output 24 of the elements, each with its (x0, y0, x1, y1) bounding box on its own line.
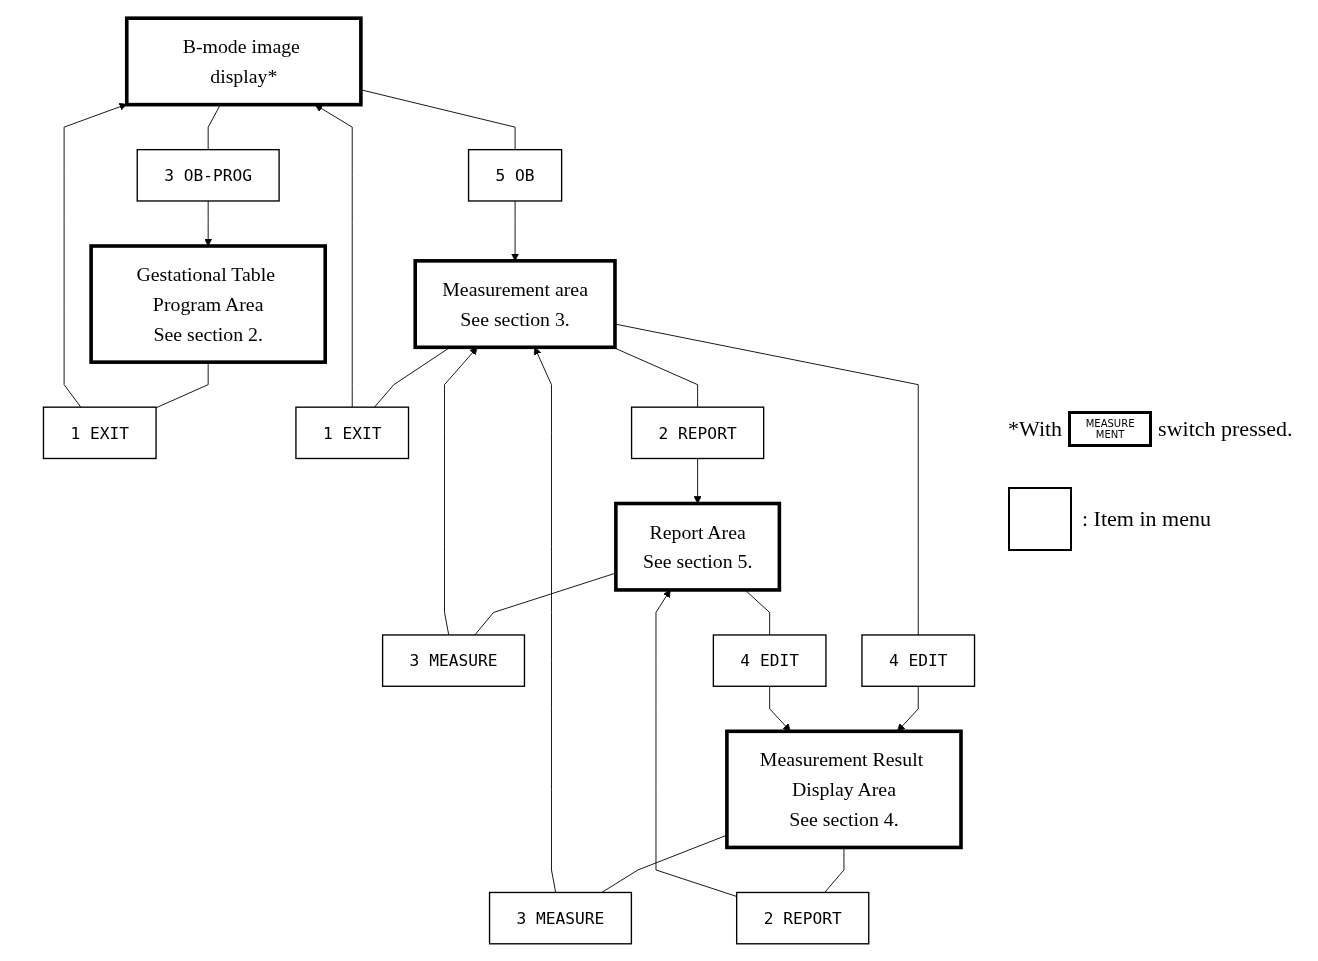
node-box: Measurement area See section 3. (413, 258, 617, 349)
node-box: Measurement Result Display Area See section 4. (725, 729, 963, 849)
connector (824, 846, 845, 893)
node-box: 2 REPORT (630, 406, 765, 459)
node-box: Gestational Table Program Area See section 2. (89, 243, 327, 364)
node-box: 1 EXIT (42, 406, 157, 459)
switch-key: MEASURE MENT (1068, 410, 1153, 447)
node-box: 3 MEASURE (488, 891, 633, 944)
node-box: 3 OB-PROG (136, 148, 280, 202)
node-box: 4 EDIT (712, 633, 827, 687)
connector (614, 323, 919, 635)
footnote-text: switch pressed. (1158, 415, 1293, 442)
node-box: 2 REPORT (736, 891, 870, 944)
node-box: 5 OB (467, 148, 563, 202)
connector (373, 346, 451, 408)
connector (155, 361, 209, 408)
connector (744, 589, 771, 635)
footnote-text: *With (1008, 415, 1063, 442)
node-box: 1 EXIT (295, 406, 410, 459)
legend-text: : Item in menu (1082, 505, 1211, 532)
node-box: Report Area See section 5. (614, 501, 782, 592)
node-box: 4 EDIT (861, 633, 976, 687)
node-box: 3 MEASURE (381, 633, 526, 687)
node-box: B-mode image display* (124, 15, 363, 106)
